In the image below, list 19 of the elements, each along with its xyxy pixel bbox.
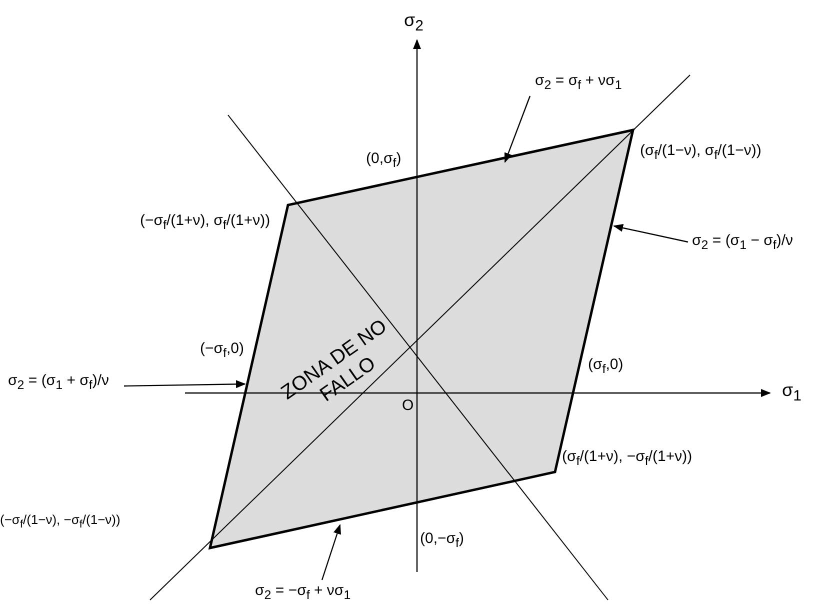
coordinate-label: (0,σ$_{f}$) bbox=[366, 150, 402, 170]
coordinate-label: (0,−σ$_{f}$) bbox=[420, 530, 464, 550]
coordinate-label: (−σ$_{f}$/(1−ν), −σ$_{f}$/(1−ν)) bbox=[0, 512, 120, 531]
origin-label: O bbox=[402, 397, 414, 414]
equation-label: σ$_{2}$ = σ$_{f}$ + νσ$_{1}$ bbox=[535, 72, 622, 92]
coordinate-label: (−σ$_{f}$/(1+ν), σ$_{f}$/(1+ν)) bbox=[140, 212, 270, 232]
equation-label: σ$_{2}$ = (σ$_{1}$ − σ$_{f}$)/ν bbox=[692, 232, 794, 252]
leader-line bbox=[124, 380, 246, 388]
coordinate-label: (σ$_{f}$/(1−ν), σ$_{f}$/(1−ν)) bbox=[640, 142, 762, 162]
coordinate-label: (σ$_{f}$,0) bbox=[588, 356, 624, 376]
coordinate-label: (σ$_{f}$/(1+ν), −σ$_{f}$/(1+ν)) bbox=[562, 448, 692, 468]
axis-label: σ$_{1}$ bbox=[782, 380, 802, 405]
leader-line bbox=[321, 524, 341, 580]
equation-label: σ$_{2}$ = (σ$_{1}$ + σ$_{f}$)/ν bbox=[8, 372, 110, 392]
equation-label: σ$_{2}$ = −σ$_{f}$ + νσ$_{1}$ bbox=[255, 582, 351, 602]
coordinate-label: (−σ$_{f}$,0) bbox=[200, 340, 244, 360]
axis-label: σ$_{2}$ bbox=[404, 10, 424, 35]
leader-line bbox=[613, 224, 688, 243]
leader-line bbox=[504, 96, 531, 163]
